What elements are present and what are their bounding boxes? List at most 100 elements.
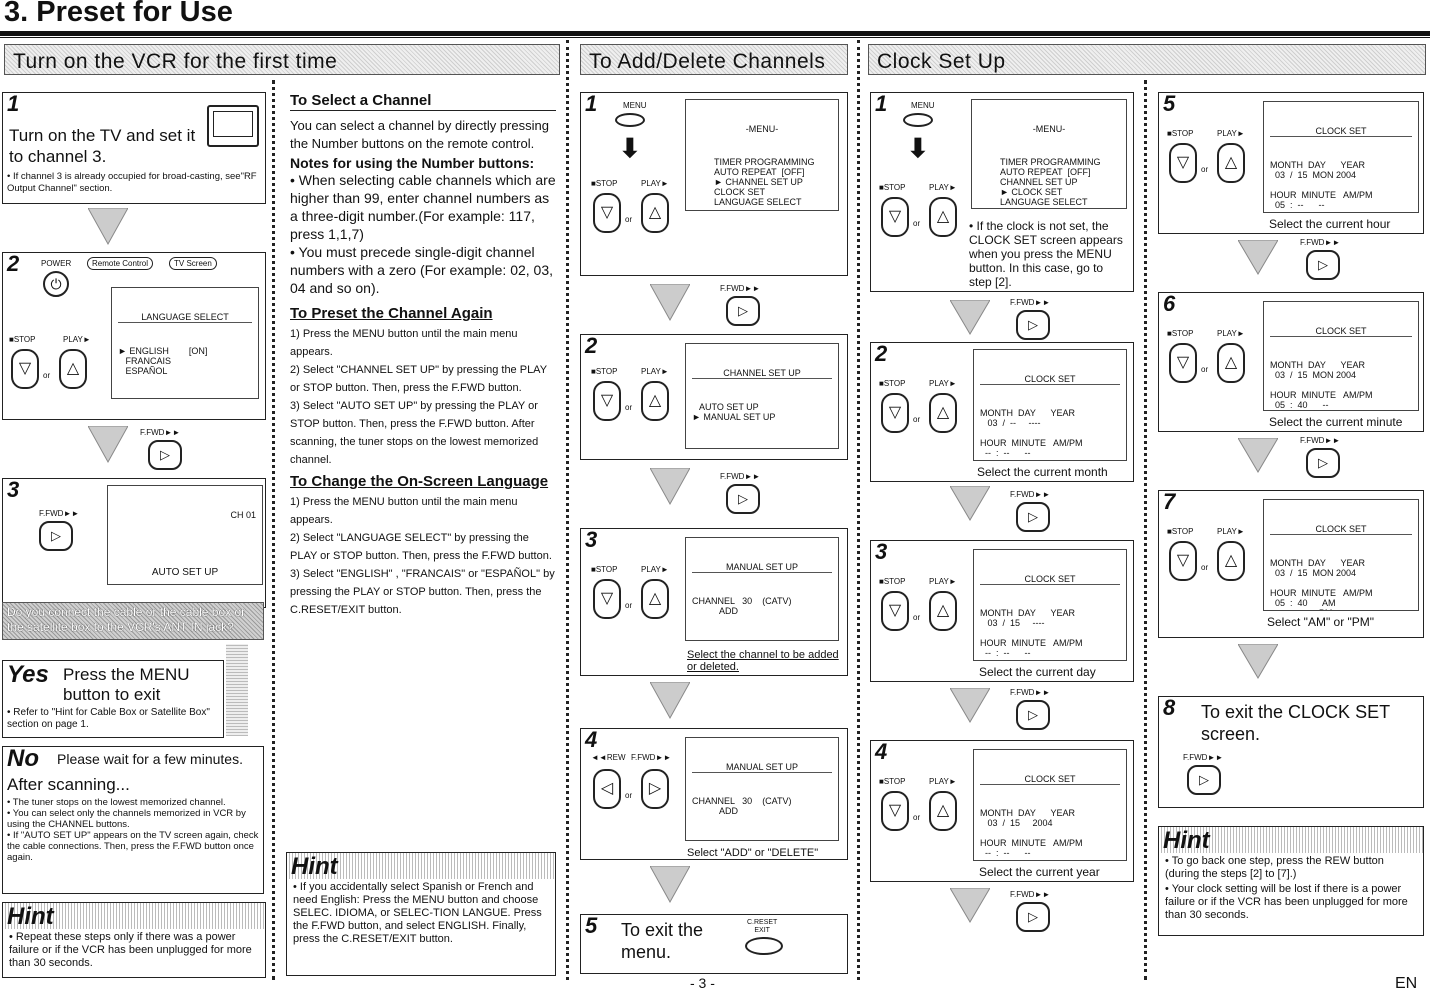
manual-setup-screen: MANUAL SET UP CHANNEL 30 (CATV) ADD <box>685 737 839 841</box>
yes-label: Yes <box>7 661 49 688</box>
step-caption: Select the current day <box>979 665 1096 679</box>
tv-icon <box>207 105 259 147</box>
ffwd-label: F.FWD►► <box>1300 436 1341 445</box>
play-label: PLAY► <box>1217 527 1245 536</box>
menu-button-icon[interactable] <box>615 113 645 127</box>
hint-title: Hint <box>1159 827 1423 854</box>
after-note: • If "AUTO SET UP" appears on the TV scr… <box>7 830 259 863</box>
play-button-icon[interactable]: △ <box>59 349 87 389</box>
screen-items: MONTH DAY YEAR 03 / 15 MON 2004 HOUR MIN… <box>1270 558 1373 610</box>
play-label: PLAY► <box>641 179 669 188</box>
stop-button-icon[interactable]: ▽ <box>11 349 39 389</box>
exit-menu-text: To exit the menu. <box>621 920 704 962</box>
ffwd-button-icon[interactable]: ▷ <box>148 440 182 470</box>
creset-label: C.RESET EXIT <box>747 919 778 934</box>
screen-items: CHANNEL 30 (CATV) ADD <box>692 796 792 816</box>
ffwd-label: F.FWD►► <box>1010 298 1051 307</box>
step-number: 2 <box>585 333 598 358</box>
ffwd-button-icon[interactable]: ▷ <box>641 769 669 809</box>
or-label: or <box>1201 165 1209 174</box>
clock-set-screen: CLOCK SET MONTH DAY YEAR 03 / 15 ---- HO… <box>973 549 1127 661</box>
play-button-icon[interactable]: △ <box>641 193 669 233</box>
screen-title: -MENU- <box>745 124 779 134</box>
play-label: PLAY► <box>1217 329 1245 338</box>
step-number: 4 <box>875 739 888 764</box>
down-arrow-icon <box>1238 240 1278 275</box>
play-button-icon[interactable]: △ <box>1217 343 1245 383</box>
play-button-icon[interactable]: △ <box>929 591 957 631</box>
select-channel-text: You can select a channel by directly pre… <box>290 118 549 151</box>
play-label: PLAY► <box>929 379 957 388</box>
screen-title: CLOCK SET <box>1270 326 1412 337</box>
ffwd-label: F.FWD►► <box>39 509 80 518</box>
stop-label: ■STOP <box>591 179 618 188</box>
ffwd-button-icon[interactable]: ▷ <box>39 521 73 551</box>
stop-label: ■STOP <box>1167 527 1194 536</box>
stop-button-icon[interactable]: ▽ <box>1169 343 1197 383</box>
language-step: 2) Select "LANGUAGE SELECT" by pressing … <box>290 532 552 562</box>
play-label: PLAY► <box>641 367 669 376</box>
stop-button-icon[interactable]: ▽ <box>881 393 909 433</box>
step-number: 5 <box>1163 91 1176 116</box>
step-number: 3 <box>7 477 20 502</box>
ffwd-button-icon[interactable]: ▷ <box>726 296 760 326</box>
step-1-text: Turn on the TV and set it to channel 3. <box>9 126 196 166</box>
rew-button-icon[interactable]: ◁ <box>593 769 621 809</box>
title-rule-thin <box>0 37 1430 38</box>
ffwd-button-icon[interactable]: ▷ <box>1016 902 1050 932</box>
ffwd-button-icon[interactable]: ▷ <box>1016 700 1050 730</box>
stop-button-icon[interactable]: ▽ <box>1169 143 1197 183</box>
band-clock: Clock Set Up <box>868 44 1426 75</box>
page-number: - 3 - <box>690 975 715 991</box>
stop-button-icon[interactable]: ▽ <box>593 381 621 421</box>
band-add-delete: To Add/Delete Channels <box>580 44 848 75</box>
play-button-icon[interactable]: △ <box>641 381 669 421</box>
ffwd-button-icon[interactable]: ▷ <box>726 484 760 514</box>
creset-button-icon[interactable] <box>745 937 783 955</box>
ffwd-button-icon[interactable]: ▷ <box>1016 502 1050 532</box>
screen-items: AUTO SET UP ► MANUAL SET UP <box>692 402 776 422</box>
hint-text: • If you accidentally select Spanish or … <box>293 881 542 945</box>
after-note: • The tuner stops on the lowest memorize… <box>7 797 226 808</box>
yes-text: Press the MENU button to exit <box>63 665 190 704</box>
clock-set-screen: CLOCK SET MONTH DAY YEAR 03 / 15 MON 200… <box>1263 499 1419 611</box>
preset-step: 1) Press the MENU button until the main … <box>290 328 518 358</box>
or-label: or <box>1201 563 1209 572</box>
hint-text-2: • Your clock setting will be lost if the… <box>1165 883 1408 921</box>
stop-button-icon[interactable]: ▽ <box>593 193 621 233</box>
column-divider <box>857 40 860 980</box>
screen-title: CLOCK SET <box>980 374 1120 385</box>
ffwd-label: F.FWD►► <box>720 472 761 481</box>
ffwd-label: F.FWD►► <box>1010 890 1051 899</box>
stop-button-icon[interactable]: ▽ <box>881 591 909 631</box>
hint-box-2: Hint • If you accidentally select Spanis… <box>286 852 556 976</box>
play-button-icon[interactable]: △ <box>641 579 669 619</box>
play-button-icon[interactable]: △ <box>929 791 957 831</box>
ffwd-button-icon[interactable]: ▷ <box>1306 250 1340 280</box>
play-button-icon[interactable]: △ <box>929 393 957 433</box>
step-number: 5 <box>585 913 598 938</box>
play-button-icon[interactable]: △ <box>929 197 957 237</box>
screen-title: CHANNEL SET UP <box>692 368 832 379</box>
preset-step: 3) Select "AUTO SET UP" by pressing the … <box>290 400 539 466</box>
down-arrow-icon <box>1238 438 1278 473</box>
step-caption: Select the channel to be added or delete… <box>687 649 839 673</box>
stop-button-icon[interactable]: ▽ <box>1169 541 1197 581</box>
stop-button-icon[interactable]: ▽ <box>881 791 909 831</box>
ffwd-button-icon[interactable]: ▷ <box>1306 448 1340 478</box>
play-button-icon[interactable]: △ <box>1217 541 1245 581</box>
ffwd-button-icon[interactable]: ▷ <box>1016 310 1050 340</box>
play-label: PLAY► <box>641 565 669 574</box>
language-code: EN <box>1395 975 1418 992</box>
stop-button-icon[interactable]: ▽ <box>881 197 909 237</box>
menu-button-icon[interactable] <box>903 113 933 127</box>
power-button-icon[interactable]: ⏻ <box>43 271 69 297</box>
down-arrow-icon <box>950 300 990 335</box>
stop-button-icon[interactable]: ▽ <box>593 579 621 619</box>
ffwd-button-icon[interactable]: ▷ <box>1187 765 1221 795</box>
add-step-4-box: 4 ◄◄REW F.FWD►► ◁ or ▷ MANUAL SET UP CHA… <box>580 727 848 860</box>
step-caption: Select the current minute <box>1269 415 1403 429</box>
play-button-icon[interactable]: △ <box>1217 143 1245 183</box>
remote-control-label: Remote Control <box>87 257 154 270</box>
auto-setup-text: AUTO SET UP <box>151 567 219 578</box>
